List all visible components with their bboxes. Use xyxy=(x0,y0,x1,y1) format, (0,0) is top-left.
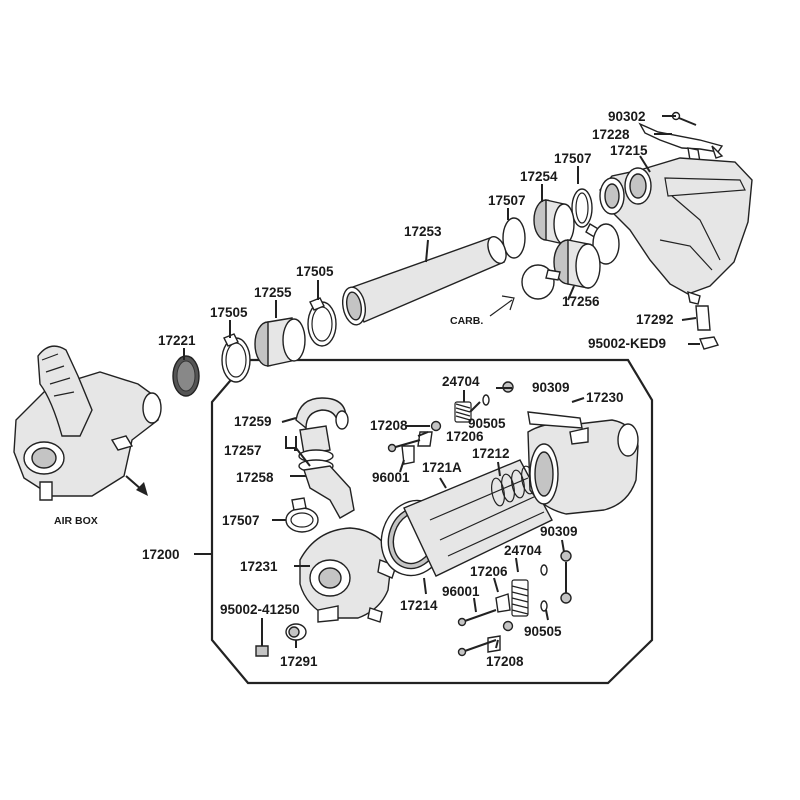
label-90505-lower: 90505 xyxy=(524,624,562,639)
assembly-inset-frame xyxy=(210,358,654,685)
label-air-box: AIR BOX xyxy=(54,515,98,527)
sleeve-17254 xyxy=(533,199,575,245)
label-90309-lower: 90309 xyxy=(540,524,578,539)
bolt-96001-lower xyxy=(457,609,497,657)
label-17230: 17230 xyxy=(586,390,624,405)
label-1721A: 1721A xyxy=(422,460,462,475)
label-17507-mid: 17507 xyxy=(488,193,526,208)
label-17291: 17291 xyxy=(280,654,318,669)
hose-17257 xyxy=(298,425,334,473)
airbox-arrow xyxy=(125,475,148,496)
screen-17221 xyxy=(172,355,200,397)
label-17215: 17215 xyxy=(610,143,648,158)
plug-17291 xyxy=(285,623,307,641)
label-17200: 17200 xyxy=(142,547,180,562)
label-17255: 17255 xyxy=(254,285,292,300)
label-90309-upper: 90309 xyxy=(532,380,570,395)
carb-arrow xyxy=(489,295,515,317)
label-90505-upper: 90505 xyxy=(468,416,506,431)
bracket-17228 xyxy=(638,122,724,163)
drain-tube-17292 xyxy=(695,305,711,331)
clamp-17505-left xyxy=(221,333,251,383)
label-17292: 17292 xyxy=(636,312,674,327)
label-17257: 17257 xyxy=(224,443,262,458)
air-box-assembly xyxy=(13,345,162,501)
sleeve-17255 xyxy=(254,317,306,367)
label-17507-lower: 17507 xyxy=(222,513,260,528)
leader-lines xyxy=(183,115,700,649)
label-17231: 17231 xyxy=(240,559,278,574)
cover-17230 xyxy=(527,411,639,515)
label-17507-top: 17507 xyxy=(554,151,592,166)
intake-tube-17253 xyxy=(341,235,507,326)
label-17259: 17259 xyxy=(234,414,272,429)
housing-17231 xyxy=(299,527,397,623)
clamp-17507-upper xyxy=(571,188,620,265)
label-17256: 17256 xyxy=(562,294,600,309)
bolt-95002-41250 xyxy=(255,622,269,657)
label-17228: 17228 xyxy=(592,127,630,142)
label-17208-lower: 17208 xyxy=(486,654,524,669)
label-17254: 17254 xyxy=(520,169,558,184)
label-17212: 17212 xyxy=(472,446,510,461)
label-96001-lower: 96001 xyxy=(442,584,480,599)
label-96001-upper: 96001 xyxy=(372,470,410,485)
label-17221: 17221 xyxy=(158,333,196,348)
label-17206-upper: 17206 xyxy=(446,429,484,444)
screw-90302 xyxy=(671,111,697,126)
label-95002-41250: 95002-41250 xyxy=(220,602,300,617)
label-17258: 17258 xyxy=(236,470,274,485)
nut-17208-lower xyxy=(502,620,514,632)
label-17206-lower: 17206 xyxy=(470,564,508,579)
washer-90505-lower xyxy=(540,564,548,612)
clamp-17507-mid xyxy=(502,217,561,300)
sleeve-17256 xyxy=(553,239,601,289)
label-17208-upper: 17208 xyxy=(370,418,408,433)
clamp-95002-KED9 xyxy=(699,336,720,350)
nut-90309-lower xyxy=(560,550,572,604)
label-17214: 17214 xyxy=(400,598,438,613)
label-95002-KED9: 95002-KED9 xyxy=(588,336,666,351)
label-carb: CARB. xyxy=(450,315,483,327)
label-17505-right: 17505 xyxy=(296,264,334,279)
nut-17208-upper xyxy=(430,420,442,432)
bolt-96001-upper xyxy=(387,439,421,465)
label-24704-lower: 24704 xyxy=(504,543,542,558)
filter-element-1721A xyxy=(403,459,553,577)
clamp-17507-lower xyxy=(285,497,319,533)
clamp-17505-right xyxy=(307,297,337,347)
label-17253: 17253 xyxy=(404,224,442,239)
breather-hose-17259 xyxy=(295,397,349,430)
label-24704-upper: 24704 xyxy=(442,374,480,389)
air-tank-17215 xyxy=(599,157,753,305)
label-90302: 90302 xyxy=(608,109,646,124)
hose-17258 xyxy=(303,465,355,519)
spring-24704-lower xyxy=(511,579,529,617)
washer-90505-upper xyxy=(482,394,490,406)
label-17505-left: 17505 xyxy=(210,305,248,320)
